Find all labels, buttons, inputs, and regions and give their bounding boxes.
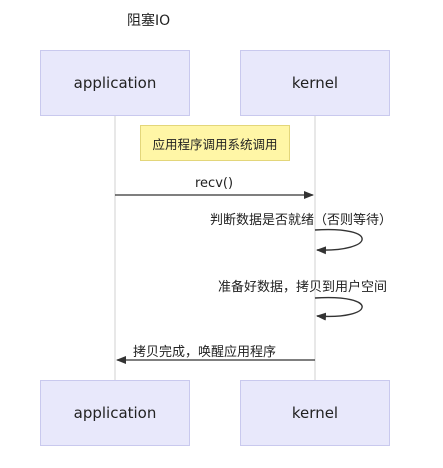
msg-copy-data: 准备好数据，拷贝到用户空间	[218, 280, 388, 295]
actor-kernel-bottom: kernel	[240, 380, 390, 446]
self-loop-2	[314, 296, 363, 321]
msg-check-ready: 判断数据是否就绪（否则等待）	[210, 213, 393, 228]
call-note: 应用程序调用系统调用	[140, 125, 290, 161]
msg-recv: recv()	[195, 176, 234, 191]
msg-wakeup: 拷贝完成，唤醒应用程序	[133, 345, 277, 360]
diagram-title: 阻塞IO	[127, 13, 171, 29]
self-loop-1	[314, 228, 363, 255]
actor-application-top: application	[40, 50, 190, 116]
actor-kernel-top: kernel	[240, 50, 390, 116]
actor-application-bottom: application	[40, 380, 190, 446]
